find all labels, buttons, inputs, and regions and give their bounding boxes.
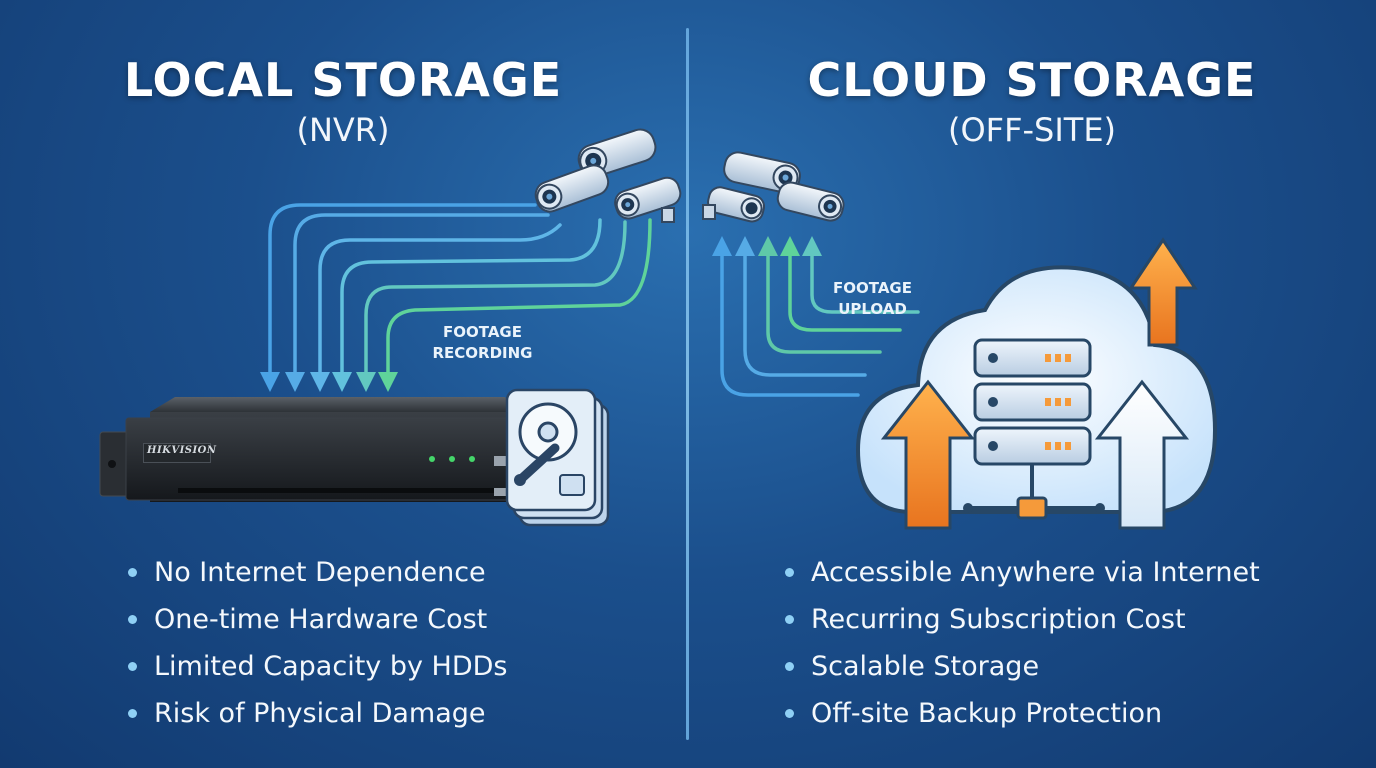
flow-line (720, 253, 860, 397)
bullet-icon (128, 709, 137, 718)
feature-text: Off-site Backup Protection (811, 698, 1163, 729)
feature-text: Recurring Subscription Cost (811, 604, 1186, 635)
list-item: Off-site Backup Protection (785, 690, 1260, 737)
bullet-icon (128, 615, 137, 624)
feature-text: Limited Capacity by HDDs (154, 651, 508, 682)
flow-line (386, 218, 652, 377)
flow-line (743, 253, 867, 377)
recording-flow-label: FOOTAGE RECORDING (420, 322, 545, 364)
feature-text: One-time Hardware Cost (154, 604, 488, 635)
local-storage-title: LOCAL STORAGE (123, 53, 563, 107)
flow-line (364, 220, 627, 377)
cctv-camera-icon (776, 181, 845, 222)
bullet-icon (785, 615, 794, 624)
flow-line (810, 253, 920, 314)
up-arrow-icon (880, 379, 976, 530)
nvr-brand-label: HIKVISION (143, 443, 216, 463)
list-item: Accessible Anywhere via Internet (785, 549, 1260, 596)
upload-flow-label-line1: FOOTAGE (833, 279, 912, 297)
flow-line (340, 218, 602, 377)
feature-text: Risk of Physical Damage (154, 698, 486, 729)
flow-line (766, 253, 882, 354)
list-item: Limited Capacity by HDDs (128, 643, 508, 690)
recording-flow-label-line2: RECORDING (432, 344, 533, 362)
bullet-icon (128, 568, 137, 577)
upload-arrowheads (712, 236, 822, 256)
cloud-storage-title: CLOUD STORAGE (807, 53, 1257, 107)
cctv-camera-icon (614, 176, 682, 223)
flow-line (268, 203, 537, 377)
server-rack-icon (963, 338, 1105, 520)
flow-line (318, 223, 562, 377)
bullet-icon (785, 709, 794, 718)
center-divider (686, 28, 689, 740)
cloud-storage-subtitle: (OFF-SITE) (947, 111, 1117, 149)
up-arrow-icon (1094, 379, 1190, 530)
cctv-camera-icon (723, 151, 801, 194)
local-storage-features: No Internet Dependence One-time Hardware… (128, 549, 508, 737)
bullet-icon (785, 662, 794, 671)
feature-text: Scalable Storage (811, 651, 1040, 682)
bullet-icon (785, 568, 794, 577)
list-item: One-time Hardware Cost (128, 596, 508, 643)
cloud-storage-features: Accessible Anywhere via Internet Recurri… (785, 549, 1260, 737)
list-item: Scalable Storage (785, 643, 1260, 690)
list-item: Recurring Subscription Cost (785, 596, 1260, 643)
hard-drive-icon (505, 388, 610, 527)
feature-text: Accessible Anywhere via Internet (811, 557, 1260, 588)
local-storage-subtitle: (NVR) (296, 111, 390, 149)
recording-flow-label-line1: FOOTAGE (443, 323, 522, 341)
upload-flow-lines (720, 253, 920, 397)
up-arrow-icon (1128, 237, 1198, 347)
recording-flow-lines (268, 203, 652, 377)
flow-line (293, 213, 550, 377)
upload-flow-label: FOOTAGE UPLOAD (820, 278, 925, 320)
flow-line (788, 253, 902, 332)
upload-flow-label-line2: UPLOAD (838, 300, 907, 318)
cctv-camera-icon (534, 164, 610, 213)
bullet-icon (128, 662, 137, 671)
list-item: Risk of Physical Damage (128, 690, 508, 737)
feature-text: No Internet Dependence (154, 557, 486, 588)
list-item: No Internet Dependence (128, 549, 508, 596)
recording-arrowheads (260, 372, 398, 392)
cctv-camera-icon (702, 186, 766, 223)
